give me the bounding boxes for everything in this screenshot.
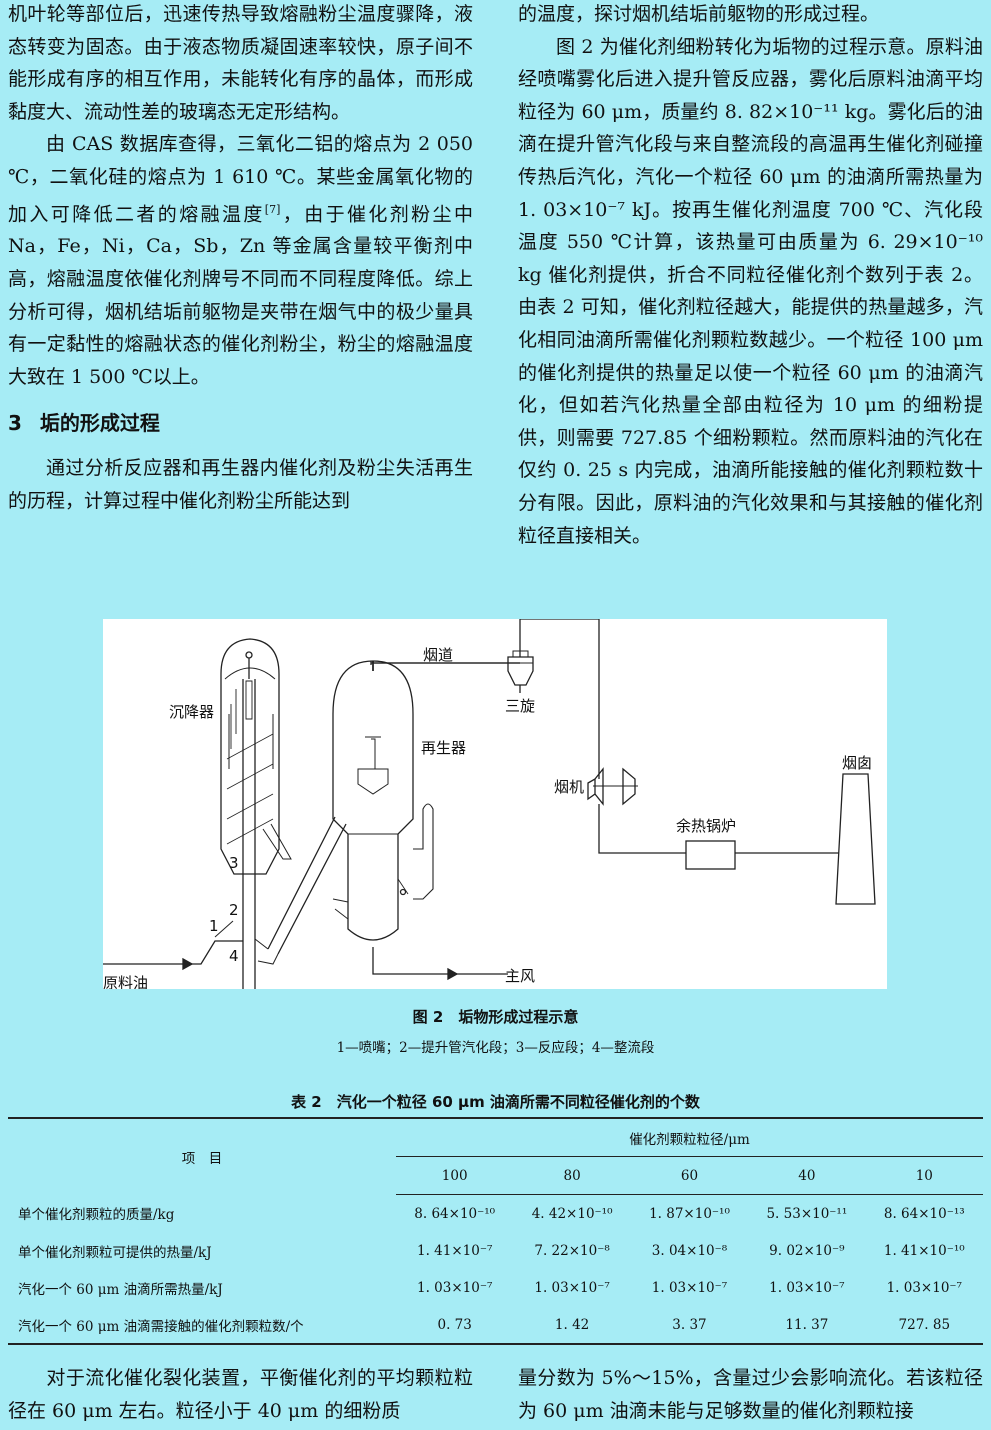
table-cell: 1. 41×10⁻⁷ xyxy=(417,1242,493,1259)
table-cell: 4. 42×10⁻¹⁰ xyxy=(531,1205,613,1222)
riser-pipe xyxy=(242,679,256,989)
paragraph-text: ，由于催化剂粉尘中 Na，Fe，Ni，Ca，Sb，Zn 等金属含量较平衡剂中高，… xyxy=(8,202,473,388)
settler-label: 沉降器 xyxy=(169,703,214,721)
feed-oil-label: 原料油 xyxy=(103,974,148,989)
item-header: 项 目 xyxy=(8,1117,396,1195)
table-row: 单个催化剂颗粒的质量/kg 8. 64×10⁻¹⁰ 4. 42×10⁻¹⁰ 1.… xyxy=(8,1195,983,1233)
row-label: 单个催化剂颗粒可提供的热量/kJ xyxy=(18,1244,212,1261)
paragraph: 机叶轮等部位后，迅速传热导致熔融粉尘温度骤降，液态转变为固态。由于液态物质凝固速… xyxy=(8,3,473,123)
paragraph: 由 CAS 数据库查得，三氧化二铝的熔点为 2 050 ℃，二氧化硅的熔点为 1… xyxy=(8,128,473,393)
label-4: 4 xyxy=(229,947,239,965)
process-diagram: 沉降器 烟道 三旋 再生器 烟机 烟囱 余热锅炉 主风 原料油 1 2 3 4 xyxy=(103,619,887,989)
table-cell: 7. 22×10⁻⁸ xyxy=(534,1242,610,1259)
cyclone-body xyxy=(507,656,534,686)
label-3: 3 xyxy=(229,854,239,872)
table-cell: 1. 03×10⁻⁷ xyxy=(651,1279,728,1296)
table-cell: 1. 03×10⁻⁷ xyxy=(417,1279,493,1296)
table-cell: 1. 03×10⁻⁷ xyxy=(769,1279,845,1296)
table-title: 表 2 汽化一个粒径 60 μm 油滴所需不同粒径催化剂的个数 xyxy=(291,1093,700,1111)
row-label: 汽化一个 60 μm 油滴需接触的催化剂颗粒数/个 xyxy=(8,1306,396,1345)
size-header: 40 xyxy=(748,1156,866,1195)
table-cell: 1. 41×10⁻¹⁰ xyxy=(883,1242,965,1259)
citation-ref: [7] xyxy=(264,202,281,216)
figure-caption: 图 2 垢物形成过程示意 xyxy=(412,1008,579,1026)
data-table: 项 目 催化剂颗粒粒径/μm 100 80 60 40 10 单个催化剂颗粒的质… xyxy=(8,1117,983,1345)
table-row: 汽化一个 60 μm 油滴需接触的催化剂颗粒数/个 0. 73 1. 42 3.… xyxy=(8,1306,983,1345)
table-cell: 8. 64×10⁻¹³ xyxy=(883,1205,965,1222)
section-heading: 3 垢的形成过程 xyxy=(8,407,473,440)
regenerator-vessel xyxy=(332,660,414,941)
paragraph-text: 对于流化催化裂化装置，平衡催化剂的平均颗粒粒径在 60 μm 左右。粒径小于 4… xyxy=(8,1367,473,1422)
size-header: 80 xyxy=(513,1156,631,1195)
figure-legend: 1—喷嘴；2—提升管汽化段；3—反应段；4—整流段 xyxy=(336,1040,655,1056)
label-2: 2 xyxy=(229,901,239,919)
table-cell: 9. 02×10⁻⁹ xyxy=(769,1242,845,1259)
regen-standpipe xyxy=(267,816,347,955)
regenerator-label: 再生器 xyxy=(421,739,466,757)
row-label: 单个催化剂颗粒的质量/kg xyxy=(18,1207,175,1224)
chimney xyxy=(835,773,876,905)
size-header: 60 xyxy=(630,1156,749,1195)
table-cell: 1. 03×10⁻⁷ xyxy=(534,1279,610,1296)
main-air-line xyxy=(372,947,508,975)
expander-machine xyxy=(587,767,636,806)
bottom-right-paragraph: 量分数为 5%～15%，含量过少会影响流化。若该粒径为 60 μm 油滴未能与足… xyxy=(518,1367,983,1422)
paragraph: 图 2 为催化剂细粉转化为垢物的过程示意。原料油经喷嘴雾化后进入提升管反应器，雾… xyxy=(518,35,983,547)
right-column: 的温度，探讨烟机结垢前躯物的形成过程。 图 2 为催化剂细粉转化为垢物的过程示意… xyxy=(518,0,983,552)
paragraph: 通过分析反应器和再生器内催化剂及粉尘失活再生的历程，计算过程中催化剂粉尘所能达到 xyxy=(8,457,473,512)
flue-gas-path xyxy=(372,662,520,671)
waste-heat-boiler xyxy=(685,840,736,870)
paragraph-text: 由 CAS 数据库查得，三氧化二铝的熔点为 2 050 ℃，二氧化硅的熔点为 1… xyxy=(8,133,473,225)
bottom-left-paragraph: 对于流化催化裂化装置，平衡催化剂的平均颗粒粒径在 60 μm 左右。粒径小于 4… xyxy=(8,1362,473,1427)
expander-label: 烟机 xyxy=(554,778,584,796)
size-header: 10 xyxy=(865,1156,983,1195)
feed-line xyxy=(103,940,243,965)
table-cell: 5. 53×10⁻¹¹ xyxy=(766,1205,848,1222)
table-cell: 11. 37 xyxy=(748,1306,866,1345)
table-cell: 8. 64×10⁻¹⁰ xyxy=(414,1205,496,1222)
table-cell: 1. 87×10⁻¹⁰ xyxy=(649,1205,730,1222)
table-cell: 1. 03×10⁻⁷ xyxy=(886,1279,962,1296)
paragraph: 的温度，探讨烟机结垢前躯物的形成过程。 xyxy=(518,3,880,25)
table-row: 汽化一个 60 μm 油滴所需热量/kJ 1. 03×10⁻⁷ 1. 03×10… xyxy=(8,1269,983,1306)
left-column: 机叶轮等部位后，迅速传热导致熔融粉尘温度骤降，液态转变为固态。由于液态物质凝固速… xyxy=(8,0,473,517)
table-row: 单个催化剂颗粒可提供的热量/kJ 1. 41×10⁻⁷ 7. 22×10⁻⁸ 3… xyxy=(8,1232,983,1269)
main-air-label: 主风 xyxy=(505,967,535,985)
boiler-label: 余热锅炉 xyxy=(676,817,736,835)
row-label: 汽化一个 60 μm 油滴所需热量/kJ xyxy=(18,1281,223,1298)
section-number: 3 xyxy=(8,411,22,436)
table-cell: 1. 42 xyxy=(513,1306,631,1345)
section-title: 垢的形成过程 xyxy=(39,411,160,436)
table-cell: 3. 37 xyxy=(630,1306,749,1345)
table-cell: 3. 04×10⁻⁸ xyxy=(651,1242,728,1259)
size-header: 100 xyxy=(396,1156,514,1195)
diagram-svg: 沉降器 烟道 三旋 再生器 烟机 烟囱 余热锅炉 主风 原料油 1 2 3 4 xyxy=(103,619,876,989)
flue-label: 烟道 xyxy=(423,646,453,664)
chimney-label: 烟囱 xyxy=(842,754,872,772)
settler-vessel xyxy=(220,638,280,875)
label-1: 1 xyxy=(209,917,219,935)
cyclone-label: 三旋 xyxy=(505,697,535,715)
table-cell: 727. 85 xyxy=(865,1306,983,1345)
group-header: 催化剂颗粒粒径/μm xyxy=(396,1117,983,1157)
table-cell: 0. 73 xyxy=(396,1306,514,1345)
